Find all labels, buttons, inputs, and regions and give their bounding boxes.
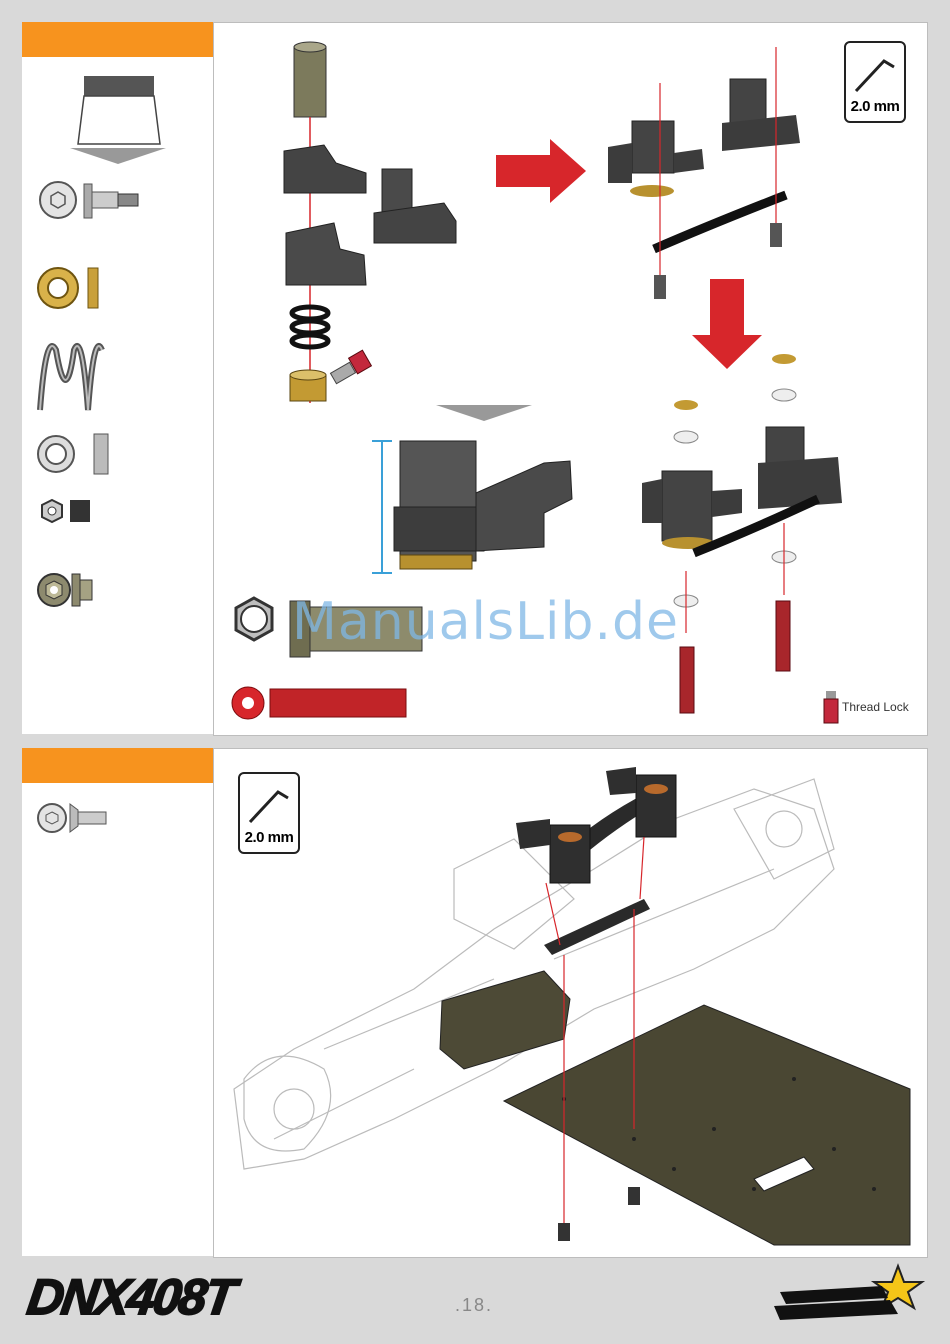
chassis-plate [504, 1005, 910, 1245]
step2-parts-list [22, 790, 213, 850]
team-durango-logo [770, 1262, 930, 1322]
crank-detail-view [372, 441, 572, 573]
assembled-crank-pair-bottom [642, 354, 842, 713]
thread-lock-bottle-small [330, 350, 371, 383]
shoulder-screw-icon [40, 182, 138, 218]
flat-head-screw-icon [38, 804, 106, 832]
watermark: ManualsLib.de [292, 592, 679, 652]
brass-adjuster-nut [290, 370, 326, 401]
lower-steering-crank [286, 223, 366, 285]
hex-key-icon [240, 778, 298, 828]
step1-parts-list [22, 60, 213, 620]
center-diff-housing [440, 971, 570, 1069]
step2-tool-size: 2.0 mm [240, 829, 298, 846]
flanged-nut-icon [38, 574, 92, 606]
steering-post-sleeve [294, 42, 326, 117]
parts-bag-icon [70, 76, 166, 164]
arrow-down [692, 279, 762, 369]
assembled-crank-pair-top [608, 47, 800, 299]
dnx408t-logo: DNX408T [24, 1268, 238, 1326]
arrow-gray-down [436, 405, 532, 421]
page-number: .18. [455, 1295, 493, 1316]
ball-bearing-icon [38, 434, 108, 474]
right-steering-crank [374, 169, 456, 243]
step2-orange-tab [22, 748, 213, 783]
hex-key-icon [846, 47, 904, 97]
upper-steering-crank [284, 145, 366, 193]
arrow-right [496, 139, 586, 203]
step2-tool-badge: 2.0 mm [238, 772, 300, 854]
large-hex-nut [236, 598, 272, 640]
red-pivot-shaft [232, 687, 406, 719]
thread-lock-bottle-icon [824, 691, 838, 723]
spring-icon [40, 346, 102, 410]
brass-bushing-icon [38, 268, 98, 308]
step1-orange-tab [22, 22, 213, 57]
lock-nut-icon [42, 500, 90, 522]
step2-chassis-drawing [214, 749, 927, 1257]
step1-tool-size: 2.0 mm [846, 98, 904, 115]
step1-tool-badge: 2.0 mm [844, 41, 906, 123]
thread-lock-label: Thread Lock [842, 700, 909, 714]
step2-screws [558, 1187, 640, 1241]
